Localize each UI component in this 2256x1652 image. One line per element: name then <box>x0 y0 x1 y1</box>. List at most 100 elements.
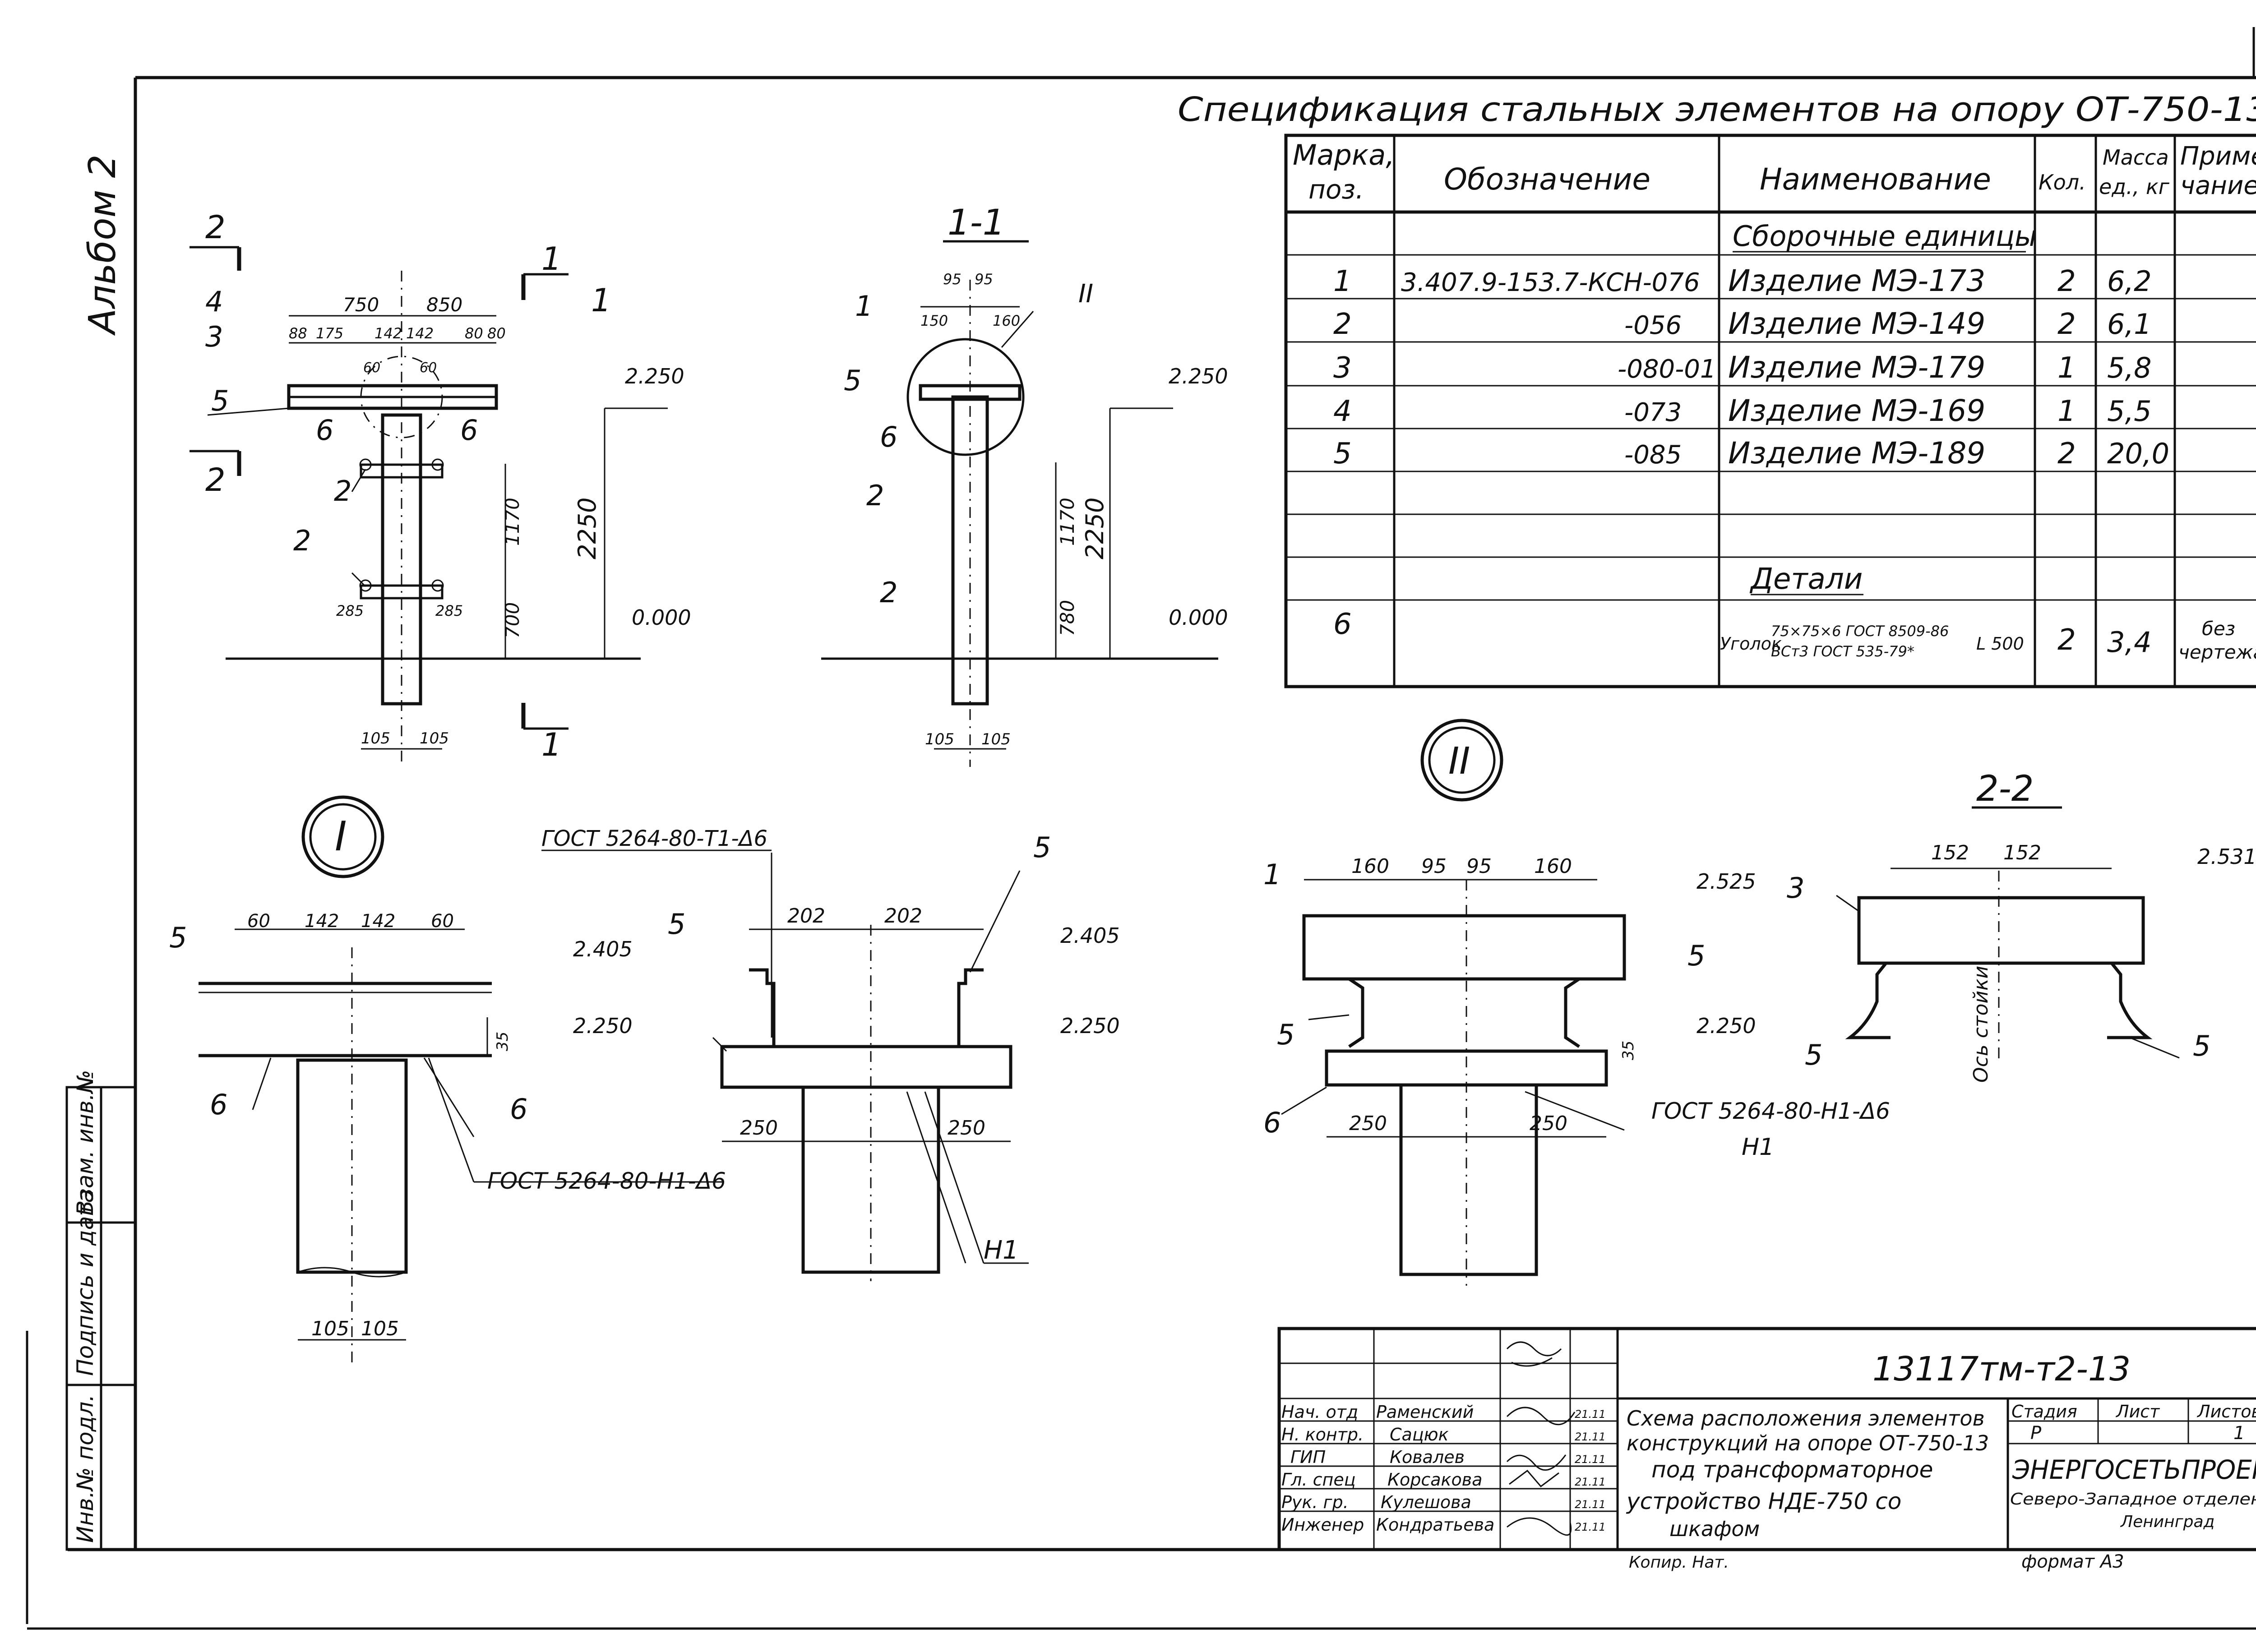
elev-2405-nodeI: 2.405 <box>573 937 633 961</box>
spec-row-qty: 2 <box>2057 623 2076 657</box>
spec-row-mass: 6,1 <box>2107 308 2152 341</box>
elev-2531: 2.531 <box>2197 844 2256 869</box>
sheet-label: Лист <box>2115 1402 2160 1421</box>
title-block-signatures: Нач. отд Н. контр. ГИП Гл. спец Рук. гр.… <box>1281 1402 1606 1535</box>
spec-row-designation: -073 <box>1624 398 1682 427</box>
dim-250-nodeII-r: 250 <box>1530 1112 1567 1135</box>
spec-section-assemblies: Сборочные единицы <box>1733 220 2037 253</box>
spec-header-note-1: Приме <box>2180 142 2256 171</box>
spec-row-4: 4 -073 Изделие МЭ-169 1 5,5 <box>1333 393 2152 428</box>
spec-header-name: Наименование <box>1760 162 1991 197</box>
stage-label: Стадия <box>2011 1402 2077 1421</box>
sheets-value: 1 <box>2233 1423 2245 1444</box>
cut-mark-1-top: 1 <box>541 240 562 277</box>
dim-88: 88 <box>289 325 307 342</box>
gost-t1-label: ГОСТ 5264-80-Т1-Δ6 <box>541 826 767 851</box>
spec-row-5: 5 -085 Изделие МЭ-189 2 20,0 <box>1333 436 2169 471</box>
spec-detail-line1: 75×75×6 ГОСТ 8509-86 <box>1771 623 1949 640</box>
weld-n1-side: Н1 <box>984 1236 1019 1265</box>
dim-2250-main: 2250 <box>573 498 601 559</box>
elev-2405-side: 2.405 <box>1060 923 1120 948</box>
main-elevation-view <box>190 246 668 767</box>
dim-285-l: 285 <box>336 602 364 619</box>
dim-95-nodeII-l: 95 <box>1421 855 1447 878</box>
elev-2250-nodeI: 2.250 <box>573 1014 633 1038</box>
name-4: Корсакова <box>1387 1470 1482 1490</box>
org-name: ЭНЕРГОСЕТЬПРОЕКТ <box>2012 1454 2256 1485</box>
pos-2-main-b: 2 <box>293 524 311 557</box>
node-II-label: II <box>1448 740 1470 783</box>
node-I-detail <box>199 928 722 1362</box>
spec-row-mass: 5,8 <box>2107 351 2152 384</box>
dim-142: 142 <box>374 325 402 342</box>
spec-section-details: Детали <box>1749 563 1863 596</box>
desc-line-5: шкафом <box>1669 1517 1760 1541</box>
spec-detail-note-2: чертежа <box>2178 641 2256 663</box>
spec-row-name: Изделие МЭ-169 <box>1728 393 1985 428</box>
spec-row-qty: 1 <box>2057 395 2076 428</box>
node-I-side-detail <box>541 849 1029 1281</box>
gost-n1-nodeII: ГОСТ 5264-80-Н1-Δ6 <box>1651 1098 1890 1124</box>
pos-5-sec22-r: 5 <box>2193 1029 2210 1062</box>
spec-detail-note-1: без <box>2202 618 2235 640</box>
dim-1170-main: 1170 <box>501 498 523 546</box>
pos-2-sec11-b: 2 <box>880 576 897 609</box>
node-I-label: I <box>335 813 347 860</box>
spec-row-mark: 6 <box>1333 608 1352 641</box>
spec-header-note-2: чание <box>2180 171 2256 200</box>
dim-780-sec11: 780 <box>1056 600 1078 636</box>
dim-152-r: 152 <box>2003 841 2041 864</box>
spec-row-mass: 3,4 <box>2107 626 2152 659</box>
dim-250-nodeII-l: 250 <box>1349 1112 1387 1135</box>
pos-5-nodeII-r: 5 <box>1687 939 1705 972</box>
spec-header-mass-2: ед., кг <box>2099 175 2170 199</box>
sheets-label: Листов <box>2196 1402 2256 1421</box>
dim-105-l: 105 <box>361 729 390 748</box>
dim-80: 80 <box>465 325 483 342</box>
elev-0000-main: 0.000 <box>632 605 691 630</box>
spec-row-mass: 5,5 <box>2107 395 2152 428</box>
desc-line-2: конструкций на опоре ОТ-750-13 <box>1627 1431 1989 1455</box>
pos-6-main-r: 6 <box>460 414 478 447</box>
spec-row-designation: -056 <box>1624 311 1682 340</box>
elev-2525-nodeII: 2.525 <box>1697 869 1756 894</box>
pos-3-sec22: 3 <box>1787 872 1804 904</box>
name-3: Ковалев <box>1390 1447 1465 1467</box>
elev-2250-sec11: 2.250 <box>1169 364 1228 388</box>
dim-150: 150 <box>920 312 948 329</box>
spec-header-mass-1: Масса <box>2103 145 2169 170</box>
gost-n1-nodeI: ГОСТ 5264-80-Н1-Δ6 <box>487 1168 726 1194</box>
dim-285-r: 285 <box>435 602 463 619</box>
side-stamp-inv-orig: Инв.№ подл. <box>72 1394 98 1543</box>
spec-row-name: Изделие МЭ-173 <box>1728 263 1985 298</box>
pos-1-sec11: 1 <box>855 290 873 323</box>
dim-700-main: 700 <box>501 602 523 638</box>
date-6: 21.11 <box>1575 1521 1606 1533</box>
node-II-detail <box>1281 879 1626 1286</box>
dim-95-b: 95 <box>975 271 993 288</box>
dim-105-sec11-l: 105 <box>925 730 954 748</box>
doc-code: 13117тм-т2-13 <box>1872 1350 2131 1389</box>
dim-2250-sec11: 2250 <box>1081 498 1109 559</box>
pos-5-sec11: 5 <box>844 364 861 397</box>
dim-175: 175 <box>316 325 343 342</box>
spec-row-name: Изделие МЭ-149 <box>1728 306 1985 341</box>
role-1: Нач. отд <box>1281 1402 1358 1422</box>
pos-6-nodeII: 6 <box>1263 1106 1281 1139</box>
name-6: Кондратьева <box>1376 1515 1494 1535</box>
spec-row-qty: 1 <box>2057 351 2076 385</box>
date-3: 21.11 <box>1575 1453 1606 1466</box>
spec-row-mark: 4 <box>1333 395 1352 428</box>
spec-row-3: 3 -080-01 Изделие МЭ-179 1 5,8 <box>1333 350 2152 385</box>
spec-row-name: Изделие МЭ-179 <box>1728 350 1985 385</box>
format-label: формат А3 <box>2021 1551 2124 1572</box>
album-label: Альбом 2 <box>81 154 124 336</box>
pos-2-main-a: 2 <box>334 475 351 508</box>
role-5: Рук. гр. <box>1281 1492 1349 1512</box>
org-city: Ленинград <box>2120 1513 2214 1531</box>
role-3: ГИП <box>1290 1447 1326 1467</box>
pos-5-side-r: 5 <box>1033 831 1051 864</box>
elev-2250-side: 2.250 <box>1060 1014 1120 1038</box>
node-I-badge <box>301 795 384 878</box>
spec-header-qty: Кол. <box>2039 170 2086 194</box>
